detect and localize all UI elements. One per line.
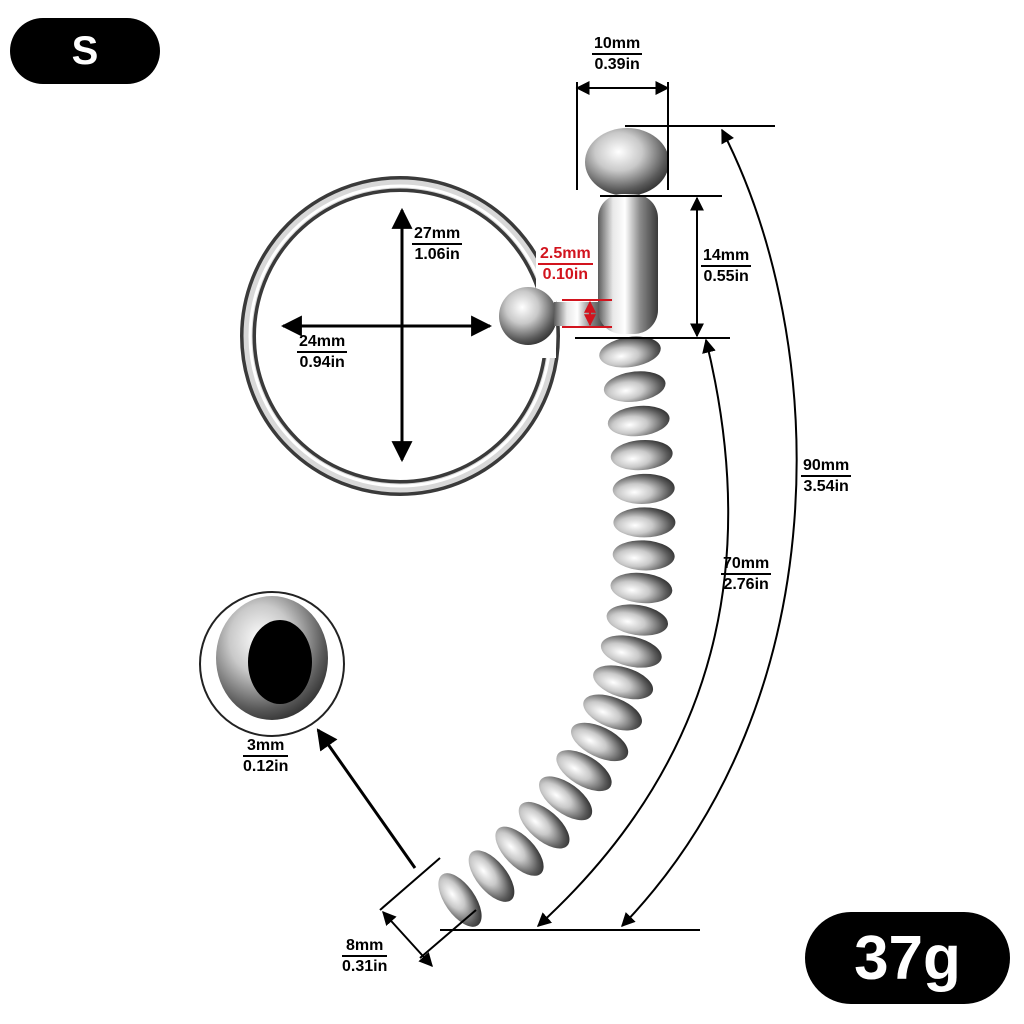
total-length-in: 3.54in [803, 477, 849, 495]
shaft-bead [612, 540, 675, 571]
shaft-bead [606, 604, 669, 636]
pin-diameter-label: 2.5mm 0.10in [538, 245, 593, 284]
tip-width-mm: 10mm [592, 35, 643, 55]
shaft-bead [613, 507, 676, 538]
end-diameter-mm: 8mm [342, 937, 388, 957]
shaft-bead [468, 850, 515, 902]
tip-ball [585, 128, 669, 196]
shaft-bead [610, 439, 673, 471]
bore-diameter-mm: 3mm [243, 737, 289, 757]
size-badge: S [10, 18, 160, 84]
ring-height-in: 1.06in [414, 245, 460, 263]
shaft-bead [603, 371, 666, 402]
end-diameter-in: 0.31in [342, 957, 388, 975]
bore-inset [199, 591, 345, 737]
shaft-bead [607, 405, 670, 437]
bore-diameter-in: 0.12in [243, 757, 289, 775]
barrel-length-label: 14mm 0.55in [701, 247, 752, 286]
bore-diameter-label: 3mm 0.12in [243, 737, 289, 776]
beaded-shaft [438, 336, 676, 927]
shaft-bead [610, 572, 673, 604]
barrel-length-in: 0.55in [703, 267, 749, 285]
ring-ball [499, 287, 557, 345]
tip-width-in: 0.39in [594, 55, 640, 73]
weight-badge: 37g [805, 912, 1010, 1004]
tip-width-label: 10mm 0.39in [592, 35, 643, 74]
beaded-length-label: 70mm 2.76in [721, 555, 772, 594]
total-length-mm: 90mm [801, 457, 852, 477]
ring-height-label: 27mm 1.06in [412, 225, 463, 264]
ring-width-mm: 24mm [297, 333, 348, 353]
pin-diameter-in: 0.10in [542, 265, 589, 283]
ring-width-in: 0.94in [299, 353, 345, 371]
shaft-bead [612, 473, 675, 504]
total-length-label: 90mm 3.54in [801, 457, 852, 496]
pin-dimension [562, 299, 612, 328]
barrel [598, 194, 658, 334]
pin-diameter-mm: 2.5mm [538, 245, 593, 265]
ring-width-label: 24mm 0.94in [297, 333, 348, 372]
shaft-bead [495, 826, 544, 876]
barrel-length-mm: 14mm [701, 247, 752, 267]
beaded-length-in: 2.76in [723, 575, 769, 593]
dimension-lines [280, 81, 798, 968]
end-diameter-label: 8mm 0.31in [342, 937, 388, 976]
ring-height-mm: 27mm [412, 225, 463, 245]
connector-pin [554, 302, 606, 326]
beaded-length-mm: 70mm [721, 555, 772, 575]
